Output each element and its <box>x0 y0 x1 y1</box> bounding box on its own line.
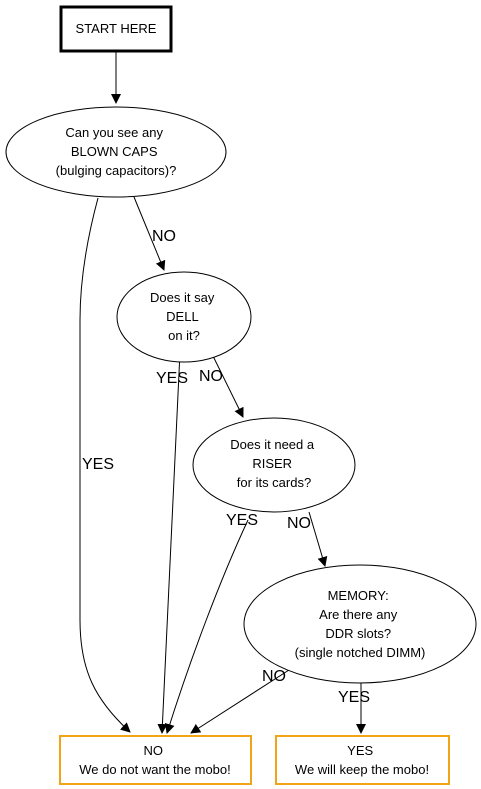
edge-label-dell-no: NO <box>199 368 223 385</box>
yes-result-node: YES We will keep the mobo! <box>275 735 450 785</box>
start-node-label: START HERE <box>76 21 157 36</box>
blown-caps-question-label: Can you see any BLOWN CAPS (bulging capa… <box>56 125 177 178</box>
edge-label-dell-yes: YES <box>156 370 188 387</box>
no-result-label: NO We do not want the mobo! <box>79 743 231 777</box>
edge-label-riser-yes: YES <box>226 512 258 529</box>
dell-question: Does it say DELL on it? <box>116 271 252 363</box>
edge-riser-yes-to-no <box>164 519 249 734</box>
blown-caps-question: Can you see any BLOWN CAPS (bulging capa… <box>5 106 227 198</box>
edge-dell-yes-to-no <box>157 351 181 734</box>
yes-result-label: YES We will keep the mobo! <box>295 743 429 777</box>
dell-question-label: Does it say DELL on it? <box>150 290 218 343</box>
no-result-node: NO We do not want the mobo! <box>59 735 252 785</box>
memory-question: MEMORY: Are there any DDR slots? (single… <box>243 564 477 684</box>
riser-question-label: Does it need a RISER for its cards? <box>230 437 317 490</box>
edge-label-riser-no: NO <box>287 515 311 532</box>
start-node: START HERE <box>59 5 173 53</box>
edge-label-memory-no: NO <box>262 668 286 685</box>
edge-label-caps-no: NO <box>152 228 176 245</box>
edge-label-caps-yes: YES <box>82 456 114 473</box>
memory-question-label: MEMORY: Are there any DDR slots? (single… <box>295 588 426 660</box>
riser-question: Does it need a RISER for its cards? <box>192 417 356 513</box>
edge-memory-no-to-no <box>190 669 290 734</box>
edge-caps-no-to-dell <box>133 196 166 271</box>
edge-dell-no-to-riser <box>212 355 244 418</box>
edge-label-memory-yes: YES <box>338 689 370 706</box>
edge-riser-no-to-memory <box>308 511 328 567</box>
edge-caps-yes-to-no <box>79 197 131 733</box>
